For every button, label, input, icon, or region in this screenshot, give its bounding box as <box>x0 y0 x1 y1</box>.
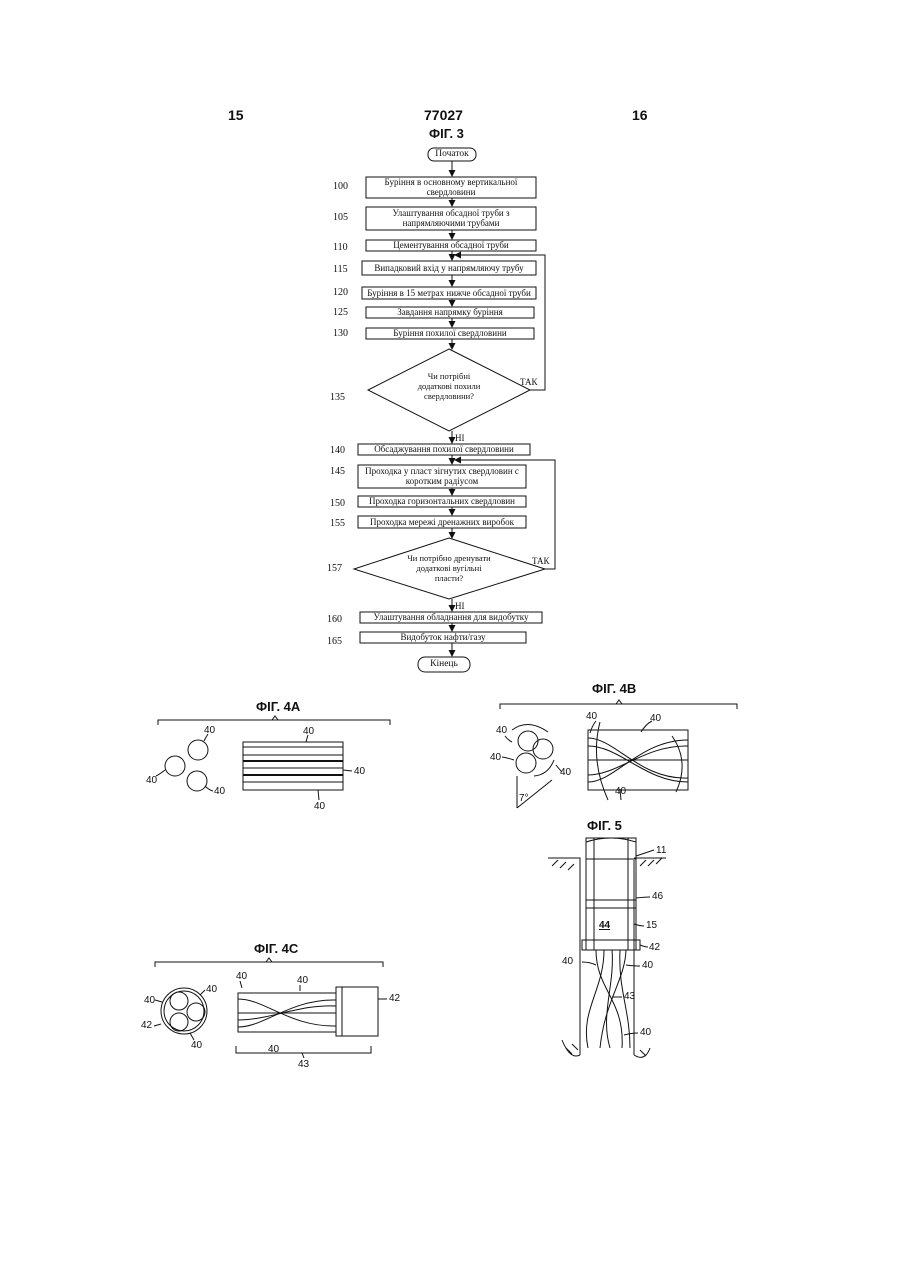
ref-label: 11 <box>656 845 666 856</box>
ref-label: 44 <box>599 920 610 931</box>
ref-label: 40 <box>562 956 573 967</box>
ref-label: 40 <box>642 960 653 971</box>
ref-label: 15 <box>646 920 657 931</box>
ref-label: 40 <box>640 1027 651 1038</box>
ref-label: 46 <box>652 891 663 902</box>
ref-label: 43 <box>624 991 635 1002</box>
ref-label: 42 <box>649 942 660 953</box>
